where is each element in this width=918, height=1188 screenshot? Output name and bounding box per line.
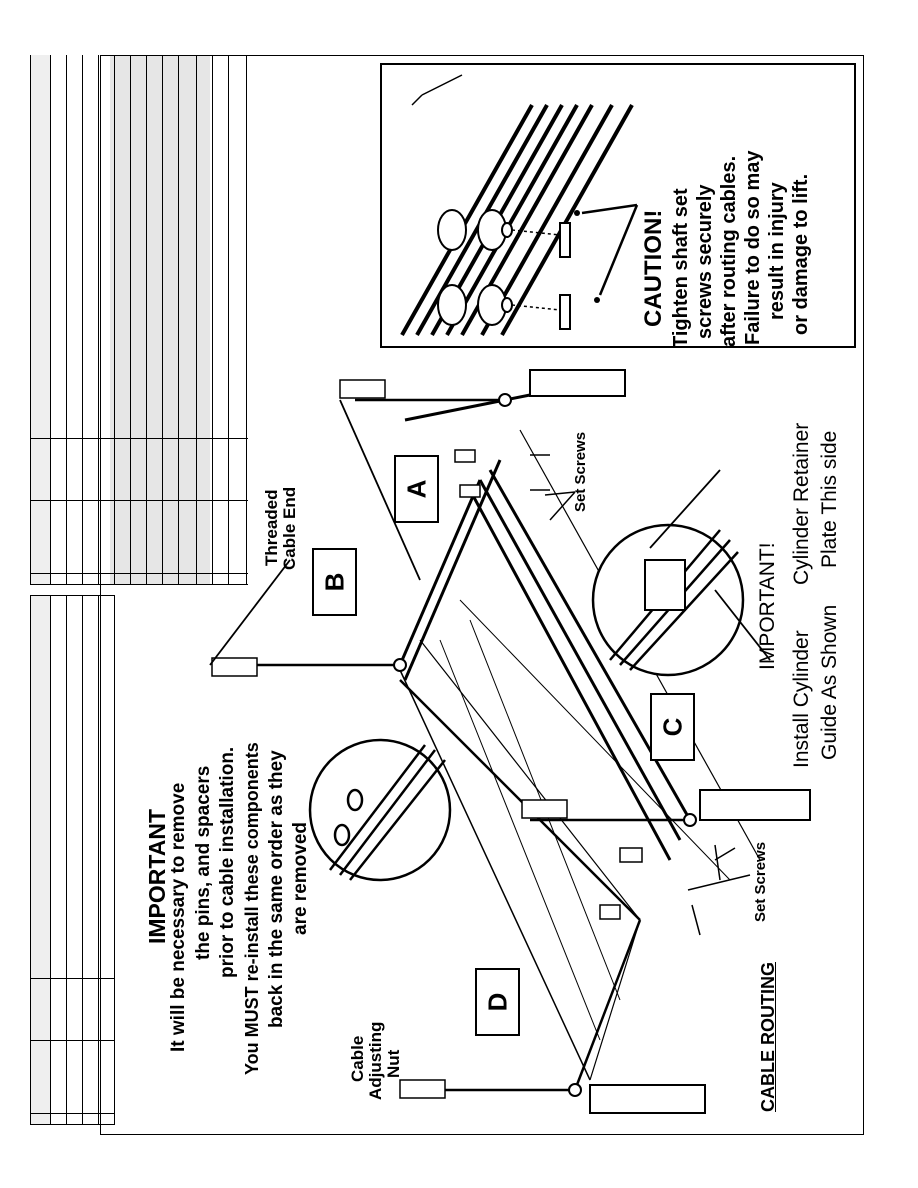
cable-label-b-text: B <box>319 572 349 592</box>
cable-label-a: A <box>394 455 439 523</box>
drawing-frame <box>100 55 864 1135</box>
install-cylinder-line-2: Guide As Shown <box>818 604 841 760</box>
cylinder-retainer-line-2: Plate This side <box>818 430 841 568</box>
set-screws-label-lower: Set Screws <box>752 841 769 922</box>
important-inset-title: IMPORTANT! <box>756 542 779 670</box>
important-line-3: prior to cable installation. <box>217 746 238 978</box>
cable-label-d: D <box>475 968 520 1036</box>
title-block-upper <box>30 55 248 585</box>
important-line-4: You MUST re-install these components <box>242 742 262 1075</box>
install-cylinder-line-1: Install Cylinder <box>790 630 813 768</box>
cable-label-c: C <box>650 693 695 761</box>
important-line-5: back in the same order as they <box>266 750 287 1028</box>
cable-label-a-text: A <box>401 479 431 499</box>
cable-label-d-text: D <box>482 992 512 1012</box>
set-screws-label-upper: Set Screws <box>572 431 589 512</box>
threaded-cable-end-line-1: Threaded <box>262 489 281 566</box>
cable-adjusting-nut-line-1: Cable <box>348 1035 367 1082</box>
cable-label-c-text: C <box>657 717 687 737</box>
shaft-detail-illustration <box>400 74 639 336</box>
important-title: IMPORTANT <box>144 808 170 944</box>
important-line-2: the pins, and spacers <box>193 765 214 960</box>
cylinder-retainer-line-1: Cylinder Retainer <box>790 422 813 585</box>
cable-label-b: B <box>312 548 357 616</box>
caution-inset: CAUTION! Tighten shaft set screws secure… <box>380 63 856 348</box>
important-line-6: are removed <box>290 821 311 935</box>
cable-adjusting-nut-line-2: Adjusting <box>366 1021 385 1100</box>
cable-adjusting-nut-line-3: Nut <box>384 1049 403 1078</box>
important-line-1: It will be necessary to remove <box>168 782 189 1052</box>
threaded-cable-end-line-2: Cable End <box>280 486 299 570</box>
title-block-lower <box>30 595 115 1125</box>
cable-routing-heading: CABLE ROUTING <box>758 962 778 1112</box>
